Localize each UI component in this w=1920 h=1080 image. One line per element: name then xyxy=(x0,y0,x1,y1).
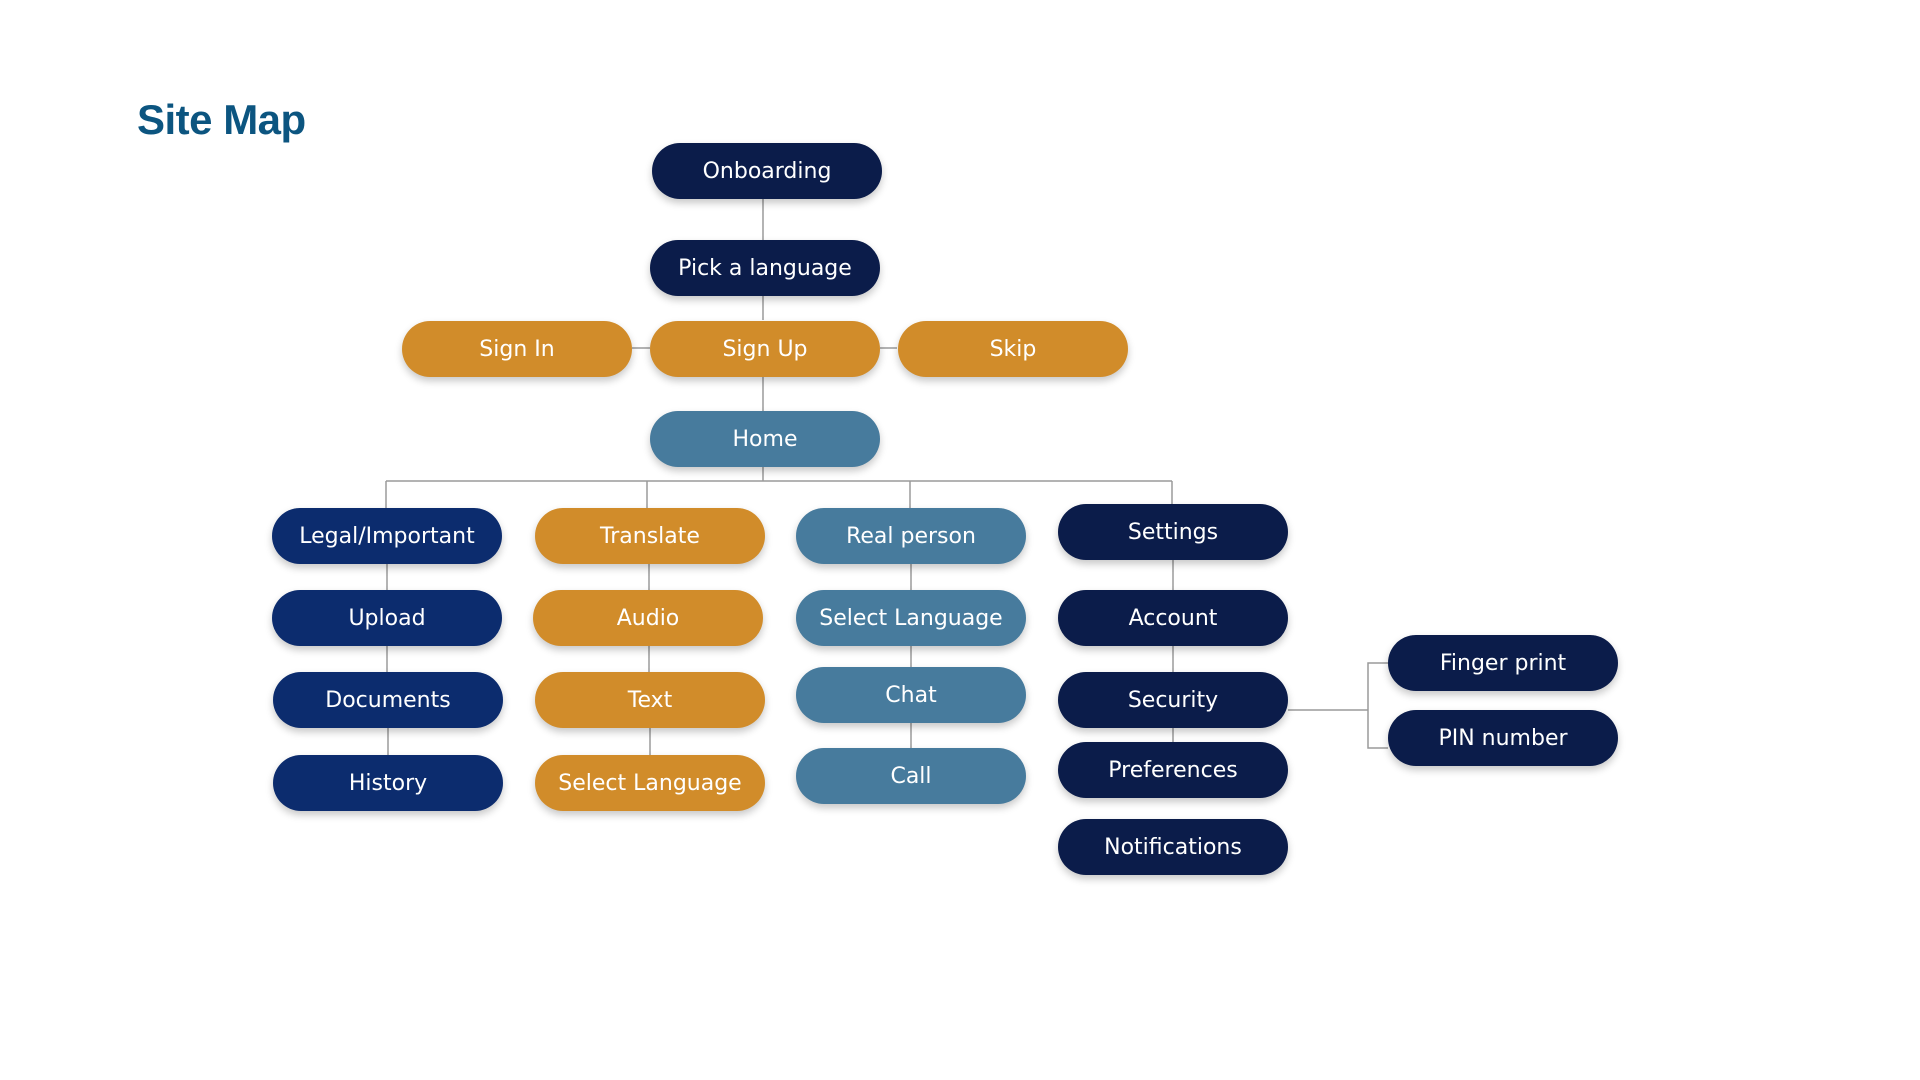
node-security[interactable]: Security xyxy=(1058,672,1288,728)
node-pick-language[interactable]: Pick a language xyxy=(650,240,880,296)
page-title: Site Map xyxy=(137,96,306,143)
node-notifications[interactable]: Notifications xyxy=(1058,819,1288,875)
node-legal-important[interactable]: Legal/Important xyxy=(272,508,502,564)
node-onboarding[interactable]: Onboarding xyxy=(652,143,882,199)
node-sign-in[interactable]: Sign In xyxy=(402,321,632,377)
node-audio[interactable]: Audio xyxy=(533,590,763,646)
node-sign-up[interactable]: Sign Up xyxy=(650,321,880,377)
node-call[interactable]: Call xyxy=(796,748,1026,804)
node-documents[interactable]: Documents xyxy=(273,672,503,728)
node-skip[interactable]: Skip xyxy=(898,321,1128,377)
connector xyxy=(1367,662,1388,749)
node-select-language-translate[interactable]: Select Language xyxy=(535,755,765,811)
node-real-person[interactable]: Real person xyxy=(796,508,1026,564)
node-select-language-real-person[interactable]: Select Language xyxy=(796,590,1026,646)
node-translate[interactable]: Translate xyxy=(535,508,765,564)
node-upload[interactable]: Upload xyxy=(272,590,502,646)
node-preferences[interactable]: Preferences xyxy=(1058,742,1288,798)
node-chat[interactable]: Chat xyxy=(796,667,1026,723)
node-history[interactable]: History xyxy=(273,755,503,811)
node-text[interactable]: Text xyxy=(535,672,765,728)
node-finger-print[interactable]: Finger print xyxy=(1388,635,1618,691)
node-pin-number[interactable]: PIN number xyxy=(1388,710,1618,766)
node-home[interactable]: Home xyxy=(650,411,880,467)
node-settings[interactable]: Settings xyxy=(1058,504,1288,560)
node-account[interactable]: Account xyxy=(1058,590,1288,646)
